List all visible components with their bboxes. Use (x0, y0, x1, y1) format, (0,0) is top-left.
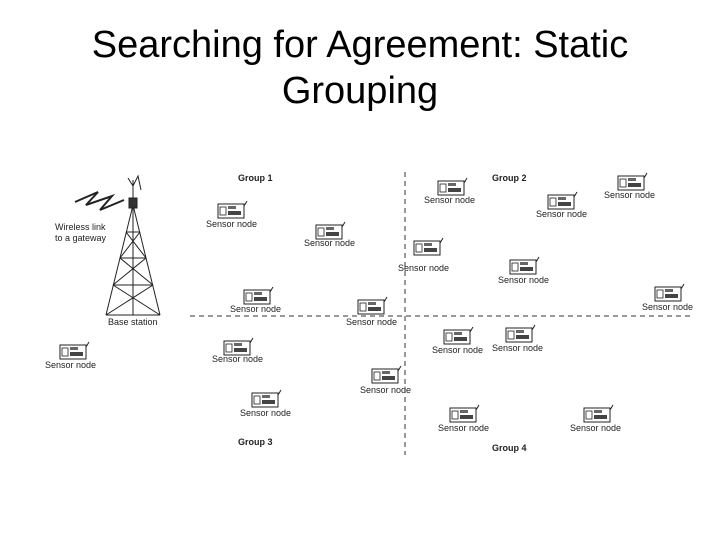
sensor-node: Sensor node (360, 365, 411, 395)
sensor-node-icon (223, 337, 254, 356)
sensor-node-icon (243, 286, 274, 305)
slide-title-line-2: Grouping (281, 70, 439, 112)
sensor-node-label: Sensor node (230, 304, 281, 314)
sensor-node-label: Sensor node (536, 209, 587, 219)
sensor-node-icon (654, 283, 685, 302)
sensor-node-icon (59, 341, 90, 360)
sensor-node-label: Sensor node (432, 345, 483, 355)
sensor-node-label: Sensor node (438, 423, 489, 433)
sensor-node-label: Sensor node (212, 354, 263, 364)
group-label-1: Group 1 (238, 173, 273, 183)
sensor-node: Sensor node (230, 286, 281, 314)
sensor-node-label: Sensor node (398, 263, 449, 273)
sensor-node-label: Sensor node (206, 219, 257, 229)
sensor-node-icon (357, 296, 388, 315)
sensor-node: Sensor node (206, 200, 257, 229)
wireless-link-label-line-2: to a gateway (55, 233, 107, 243)
wireless-link-icon (74, 191, 125, 211)
base-station-tower (105, 180, 161, 316)
sensor-node: Sensor node (346, 296, 397, 327)
sensor-node: Sensor node (240, 389, 291, 418)
group-label-3: Group 3 (238, 437, 273, 447)
sensor-node-label: Sensor node (360, 385, 411, 395)
sensor-node: Sensor node (570, 404, 621, 433)
sensor-node: Sensor node (212, 337, 263, 364)
sensor-node-label: Sensor node (424, 195, 475, 205)
sensor-node: Sensor node (45, 341, 96, 370)
slide-title-line-1: Searching for Agreement: Static (91, 24, 629, 66)
sensor-node: Sensor node (642, 283, 693, 312)
sensor-node-icon (251, 389, 282, 408)
sensor-node-icon (583, 404, 614, 423)
antenna-signal-icon (127, 174, 142, 191)
group-label-4: Group 4 (492, 443, 527, 453)
sensor-node-icon (217, 200, 248, 219)
sensor-node-label: Sensor node (642, 302, 693, 312)
sensor-node: Sensor node (604, 172, 655, 200)
sensor-node-icon (505, 324, 536, 343)
sensor-node-label: Sensor node (498, 275, 549, 285)
sensor-node-icon (371, 365, 402, 384)
sensor-node-label: Sensor node (492, 343, 543, 353)
sensor-node: Sensor node (432, 326, 483, 355)
sensor-node: Sensor node (498, 256, 549, 285)
slide-title: Searching for Agreement: Static Grouping (40, 22, 680, 114)
sensor-node-icon (617, 172, 648, 191)
sensor-node-icon (449, 404, 480, 423)
sensor-node-icon (443, 326, 474, 345)
sensor-node: Sensor node (424, 177, 475, 205)
sensor-node-icon (509, 256, 540, 275)
sensor-node-label: Sensor node (570, 423, 621, 433)
sensor-node-icon (437, 177, 468, 196)
base-station-label: Base station (108, 317, 158, 327)
sensor-node-label: Sensor node (45, 360, 96, 370)
sensor-node-label: Sensor node (240, 408, 291, 418)
sensor-node-icon (547, 191, 578, 210)
sensor-node: Sensor node (304, 221, 355, 248)
sensor-node: Sensor node (398, 237, 449, 273)
wireless-link-label-line-1: Wireless link (55, 222, 106, 232)
sensor-node: Sensor node (438, 404, 489, 433)
group-label-2: Group 2 (492, 173, 527, 183)
sensor-node: Sensor node (492, 324, 543, 353)
sensor-node-icon (315, 221, 346, 240)
sensor-node-label: Sensor node (346, 317, 397, 327)
sensor-node-icon (413, 237, 444, 256)
sensor-node: Sensor node (536, 191, 587, 219)
sensor-node-label: Sensor node (304, 238, 355, 248)
sensor-node-label: Sensor node (604, 190, 655, 200)
